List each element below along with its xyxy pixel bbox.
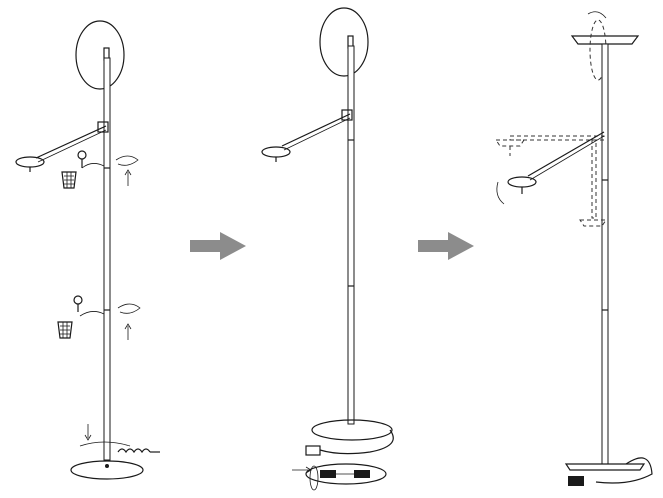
- tilt-arrow-left: [496, 181, 505, 205]
- main-pole-3: [601, 43, 609, 465]
- up-arrow-1-head: [124, 169, 132, 176]
- parts-bag-hatch-2: [60, 322, 70, 338]
- reading-lamp-head-3: [507, 176, 537, 188]
- arm-clamp-2: [341, 109, 353, 121]
- power-adapter-3: [568, 476, 584, 486]
- connector-plug-a: [320, 470, 336, 478]
- step-arrow-1: [190, 232, 246, 260]
- lamp-base-2: [311, 419, 393, 441]
- main-pole-2: [347, 45, 355, 425]
- power-cord-coil: [117, 448, 151, 454]
- power-cord-3: [595, 457, 653, 484]
- reading-arm-2: [281, 113, 351, 147]
- base-hole: [105, 464, 109, 468]
- reading-lamp-head-2: [261, 146, 291, 158]
- panel-adjust: [495, 11, 653, 486]
- rotate-ring: [309, 465, 319, 491]
- reading-arm: [35, 125, 107, 159]
- arm-vertical-dashed: [591, 139, 597, 219]
- lamp-head-disc: [75, 20, 125, 90]
- reading-lamp-head: [15, 156, 45, 168]
- panel-assembly: [15, 20, 160, 480]
- connector-detail: [305, 463, 387, 485]
- lamp-base: [70, 460, 144, 480]
- down-arrow-head: [84, 434, 92, 441]
- reading-arm-edge: [37, 129, 107, 163]
- panel-connect-power: [261, 7, 394, 491]
- parts-bag-hatch: [64, 172, 74, 188]
- reading-arm-3-edge: [529, 135, 605, 181]
- connect-curve-2: [79, 311, 105, 317]
- lamp-head-dashed-left: [495, 139, 525, 147]
- up-arrow-2-head: [124, 323, 132, 330]
- reading-arm-2-edge: [283, 117, 351, 151]
- power-cord-2: [319, 429, 394, 455]
- power-adapter: [305, 445, 321, 456]
- lamp-base-3: [564, 463, 646, 471]
- arm-clamp: [97, 121, 109, 133]
- arm-horizontal-dashed: [509, 135, 605, 141]
- lamp-head-dashed-low: [579, 219, 607, 227]
- top-head-flat: [570, 35, 640, 45]
- tilt-arrow-top: [587, 11, 607, 19]
- lamp-head-disc-2: [319, 7, 369, 77]
- connect-curve-1: [81, 163, 105, 169]
- reading-arm-3: [527, 131, 605, 177]
- rotate-arrow-1: [115, 155, 139, 166]
- screw-icon: [77, 150, 87, 160]
- rotate-arrow-2: [117, 303, 141, 314]
- screw-icon-2: [73, 295, 83, 305]
- rotate-arrow-base: [79, 441, 131, 447]
- step-arrow-2: [418, 232, 474, 260]
- connector-plug-b: [354, 470, 370, 478]
- main-pole: [103, 57, 111, 461]
